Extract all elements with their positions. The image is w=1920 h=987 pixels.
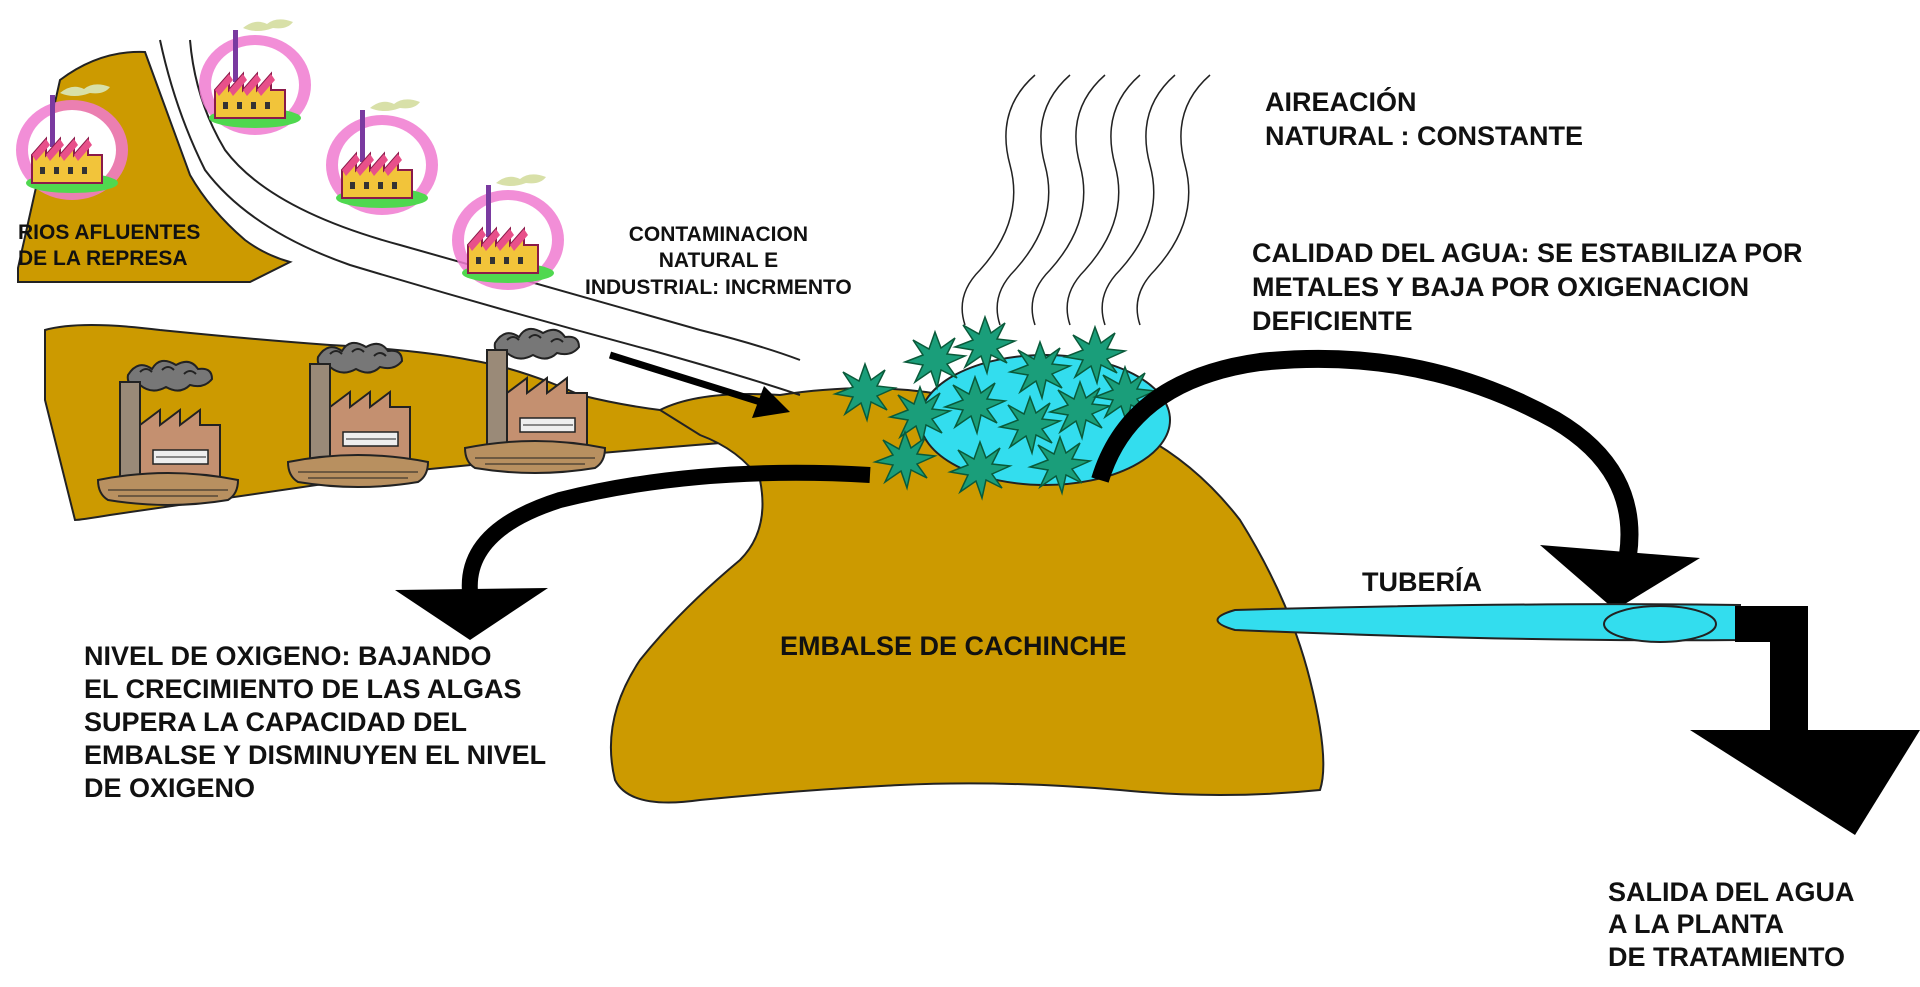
heat-wave-lines	[961, 74, 1211, 326]
colorful-factory-icon	[451, 173, 565, 291]
contamination-label: CONTAMINACION NATURAL E INDUSTRIAL: INCR…	[585, 223, 852, 299]
pipe-label: TUBERÍA	[1362, 567, 1482, 597]
colorful-factory-icon	[325, 98, 439, 216]
river-bank-upper	[159, 39, 801, 396]
river-bank-lower	[189, 39, 801, 361]
outlet-label: SALIDA DEL AGUA A LA PLANTA DE TRATAMIEN…	[1608, 877, 1855, 972]
aeration-label: AIREACIÓN NATURAL : CONSTANTE	[1265, 87, 1583, 151]
quality-arrow	[1091, 349, 1700, 610]
outlet-arrow	[1690, 606, 1920, 835]
old-factory-icon	[464, 327, 606, 474]
oxygen-arrow	[395, 464, 871, 640]
reservoir-label: EMBALSE DE CACHINCHE	[780, 631, 1127, 661]
water-quality-label: CALIDAD DEL AGUA: SE ESTABILIZA POR META…	[1252, 238, 1803, 336]
oxygen-label: NIVEL DE OXIGENO: BAJANDO EL CRECIMIENTO…	[84, 641, 547, 803]
rivers-label: RIOS AFLUENTES DE LA REPRESA	[18, 221, 201, 271]
contamination-arrow	[608, 351, 790, 418]
pipe	[1216, 603, 1803, 643]
colorful-factory-icon	[198, 18, 312, 136]
